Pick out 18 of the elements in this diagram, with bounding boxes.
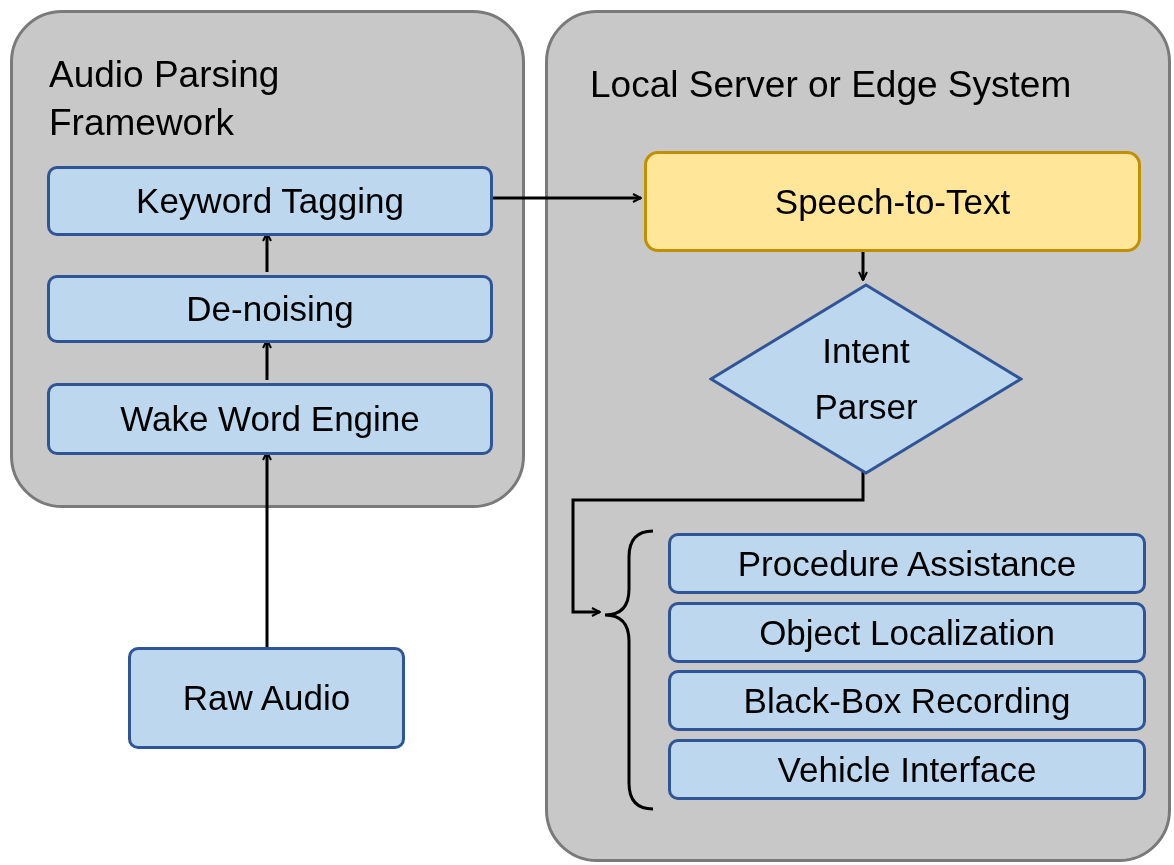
group-panel	[545, 10, 1171, 862]
arrow	[571, 472, 865, 617]
process-box: Black-Box Recording	[668, 670, 1146, 731]
group-heading: Audio Parsing Framework	[49, 53, 281, 146]
process-box: Raw Audio	[128, 647, 405, 749]
group-heading: Local Server or Edge System	[590, 63, 1073, 107]
decision-diamond: Intent Parser	[709, 283, 1023, 475]
process-box: Speech-to-Text	[644, 151, 1141, 252]
group-panel	[10, 10, 525, 508]
process-box: Object Localization	[668, 602, 1146, 663]
process-box: Vehicle Interface	[668, 739, 1146, 800]
process-box: Procedure Assistance	[668, 533, 1146, 594]
process-box: De-noising	[47, 275, 493, 343]
curly-bracket	[603, 529, 655, 811]
arrow	[490, 193, 642, 203]
process-box: Wake Word Engine	[47, 383, 493, 455]
arrow	[858, 249, 868, 281]
process-box: Keyword Tagging	[47, 166, 493, 236]
